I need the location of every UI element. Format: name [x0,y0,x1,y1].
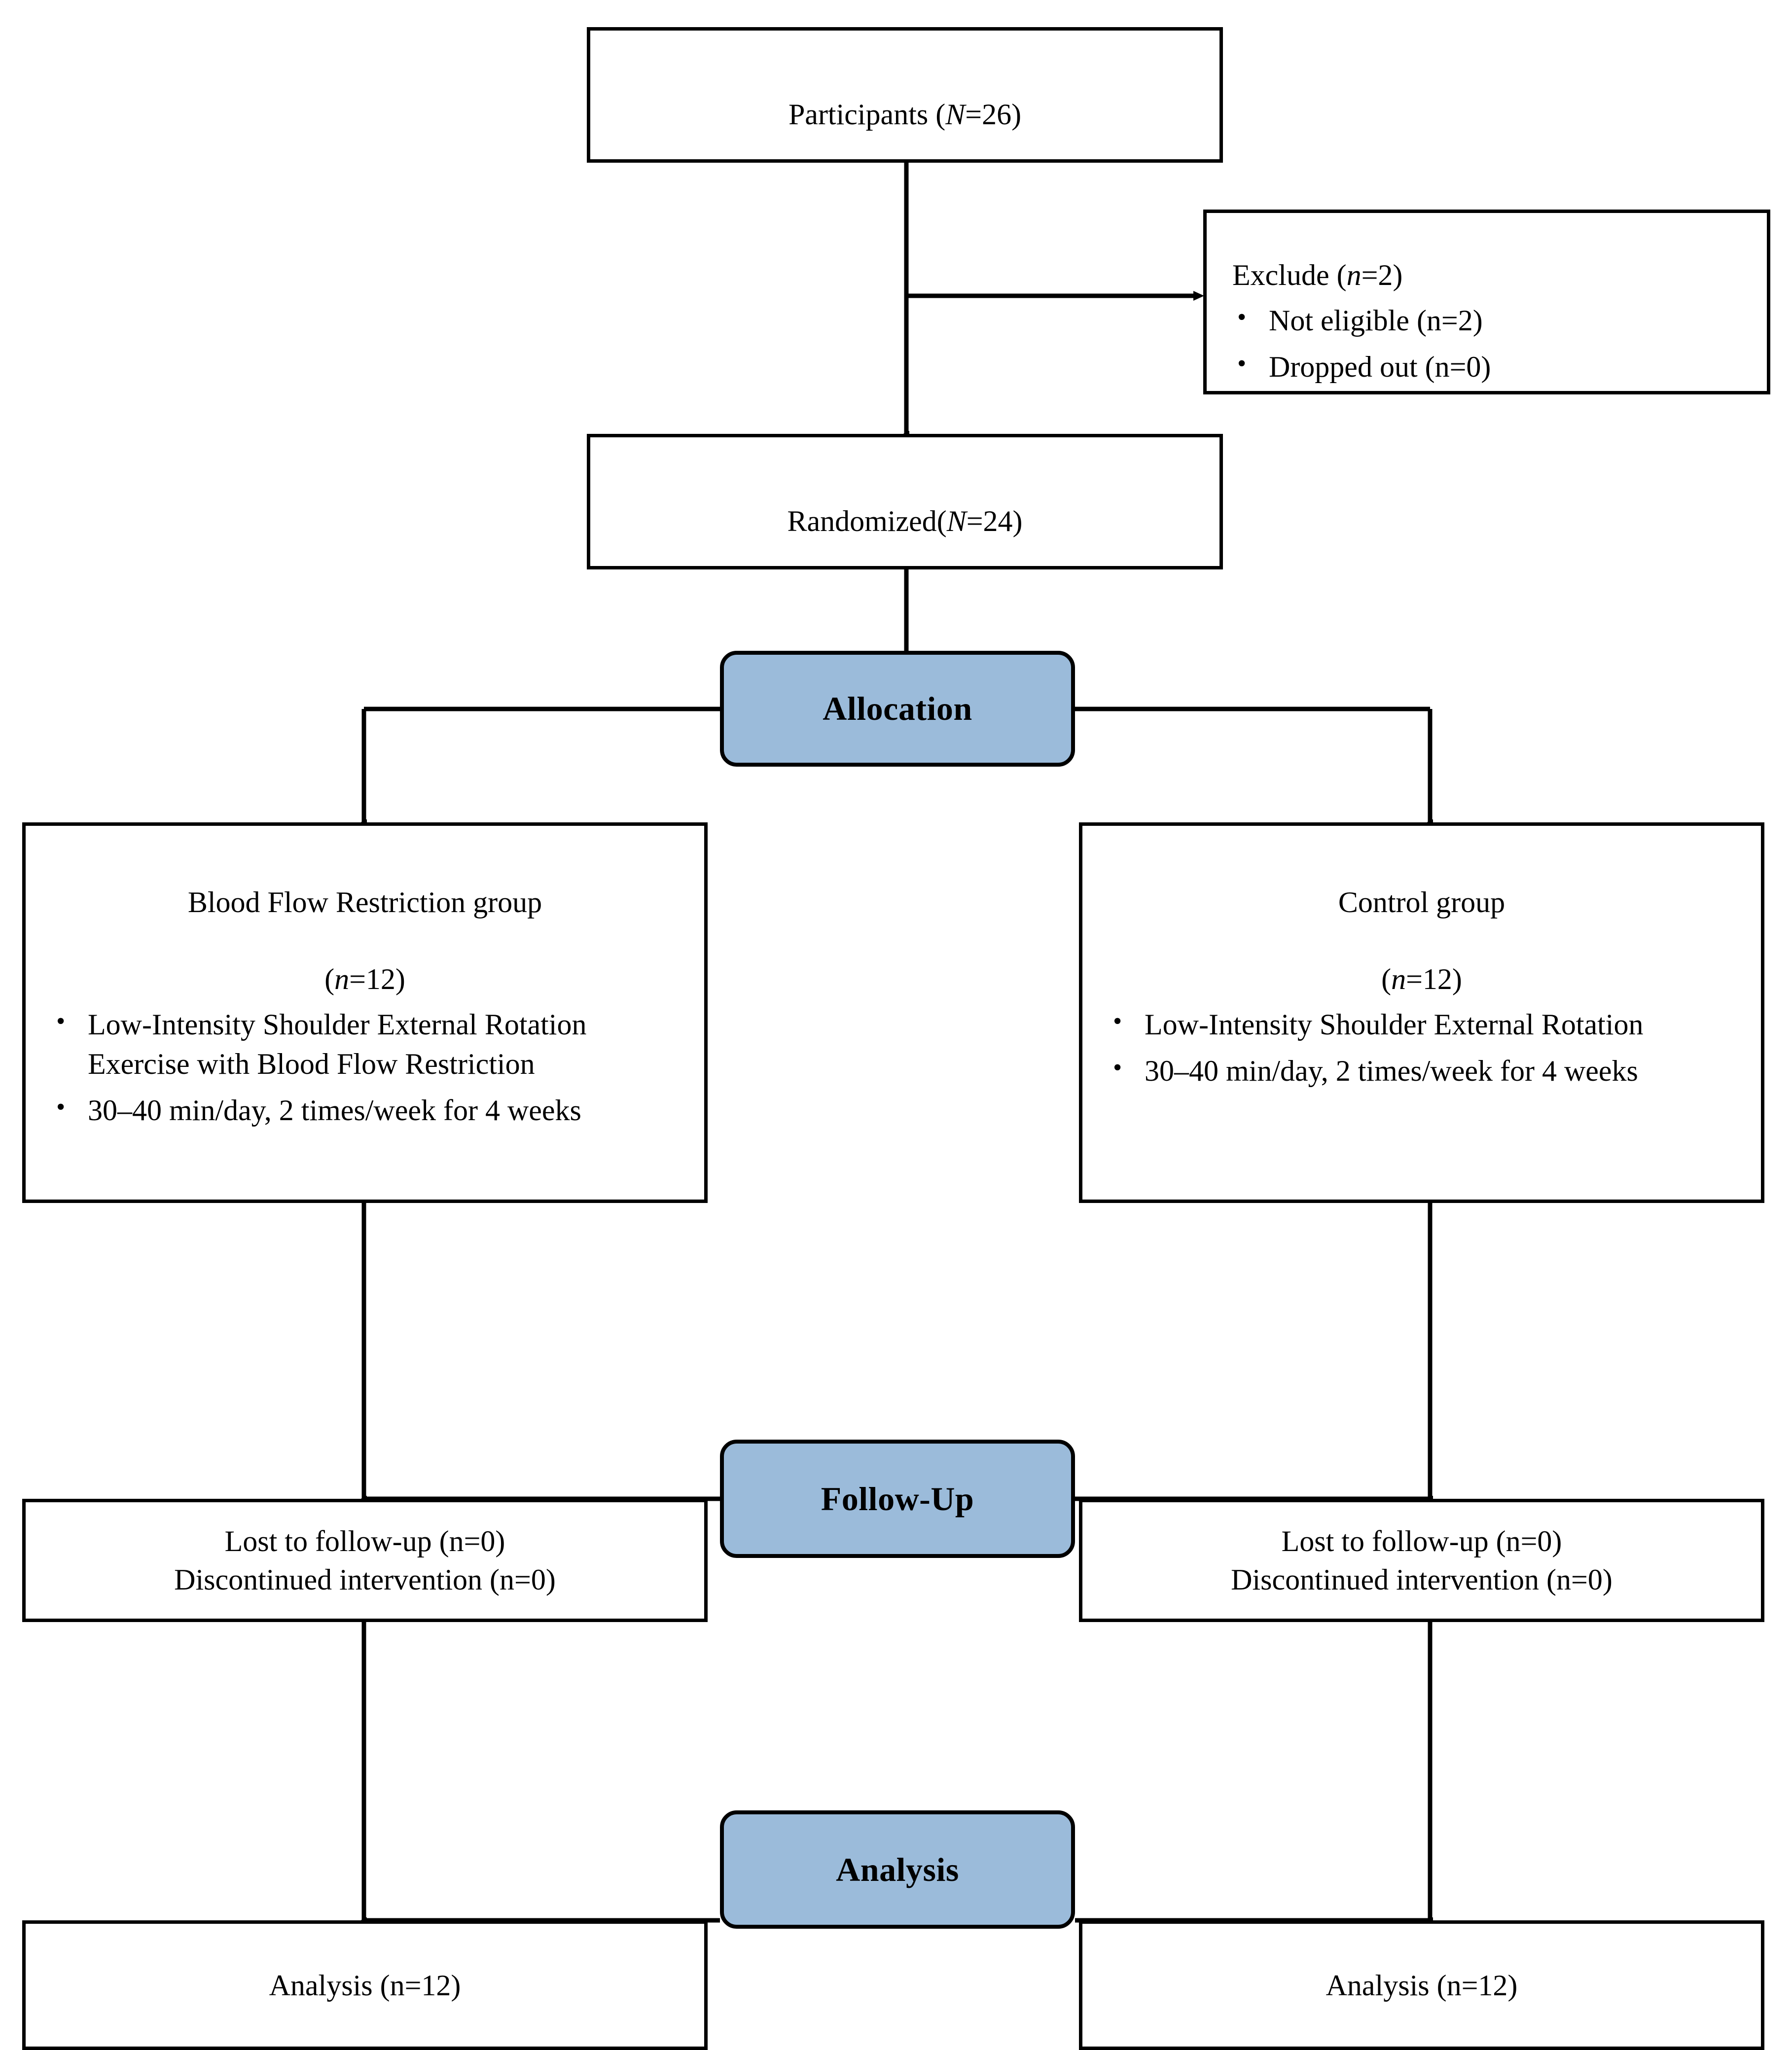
analysis-left-box: Analysis (n=12) [22,1920,708,2050]
list-item: Low-Intensity Shoulder External Rotation… [51,1004,684,1084]
analysis-banner-label: Analysis [836,1850,959,1888]
allocation-banner-label: Allocation [823,690,972,727]
control-group-title: Control group (n=12) [1338,886,1505,995]
exclude-bullet-list: Not eligible (n=2) Dropped out (n=0) [1207,300,1767,387]
followup-banner-label: Follow-Up [821,1480,974,1518]
control-group-box: Control group (n=12) Low-Intensity Shoul… [1079,822,1764,1203]
list-item: 30–40 min/day, 2 times/week for 4 weeks [1108,1051,1741,1091]
bfr-group-title: Blood Flow Restriction group (n=12) [187,886,542,995]
participants-label: Participants (N=26) [788,98,1022,131]
allocation-banner: Allocation [720,651,1075,767]
bfr-group-bullet-list: Low-Intensity Shoulder External Rotation… [26,1004,704,1131]
followup-right-label: Lost to follow-up (n=0) Discontinued int… [1231,1525,1613,1596]
randomized-box: Randomized(N=24) [587,434,1223,569]
analysis-right-label: Analysis (n=12) [1326,1969,1518,2002]
exclude-heading: Exclude (n=2) [1232,258,1403,291]
list-item: Dropped out (n=0) [1232,347,1747,387]
participants-box: Participants (N=26) [587,27,1223,163]
randomized-label: Randomized(N=24) [787,504,1023,537]
list-item: Low-Intensity Shoulder External Rotation [1108,1004,1741,1045]
list-item: 30–40 min/day, 2 times/week for 4 weeks [51,1090,684,1131]
bfr-group-box: Blood Flow Restriction group (n=12) Low-… [22,822,708,1203]
analysis-left-label: Analysis (n=12) [269,1969,461,2002]
control-group-bullet-list: Low-Intensity Shoulder External Rotation… [1082,1004,1761,1091]
followup-left-label: Lost to follow-up (n=0) Discontinued int… [174,1525,556,1596]
followup-left-box: Lost to follow-up (n=0) Discontinued int… [22,1499,708,1622]
list-item: Not eligible (n=2) [1232,300,1747,341]
exclude-box: Exclude (n=2) Not eligible (n=2) Dropped… [1203,210,1770,394]
followup-right-box: Lost to follow-up (n=0) Discontinued int… [1079,1499,1764,1622]
analysis-banner: Analysis [720,1810,1075,1929]
followup-banner: Follow-Up [720,1440,1075,1558]
analysis-right-box: Analysis (n=12) [1079,1920,1764,2050]
